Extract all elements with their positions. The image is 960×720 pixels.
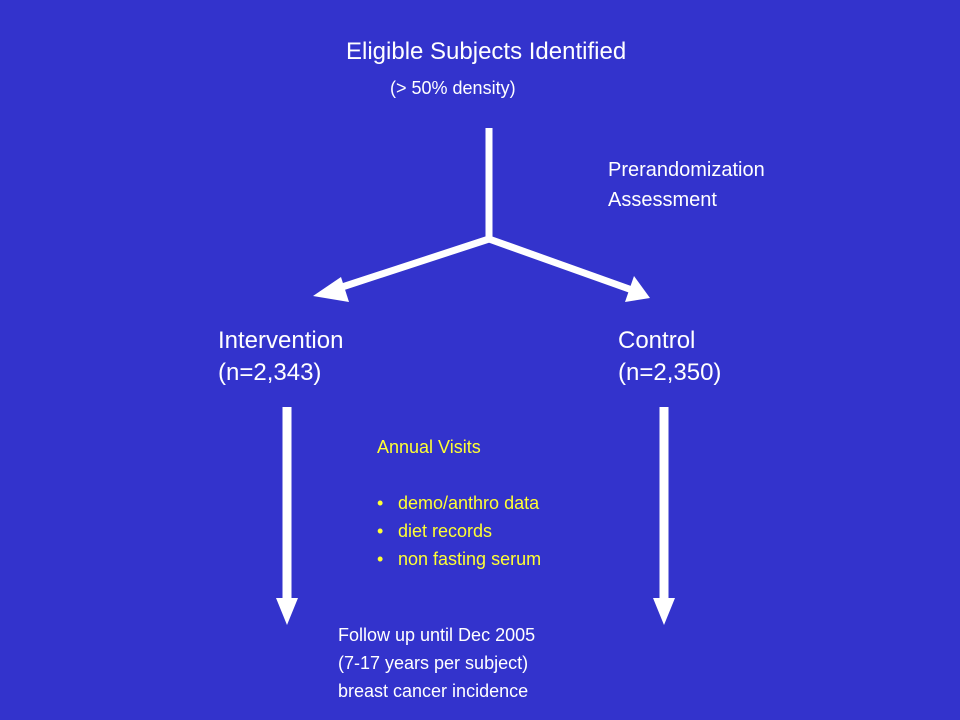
annual-visits-heading: Annual Visits xyxy=(377,437,481,457)
control-arm: Control (n=2,350) xyxy=(618,325,721,389)
list-item-text: non fasting serum xyxy=(398,549,542,569)
intervention-down-arrowhead xyxy=(276,598,298,625)
eligible-subjects-title: Eligible Subjects Identified xyxy=(346,38,627,65)
control-count: (n=2,350) xyxy=(618,359,722,386)
list-item-text: demo/anthro data xyxy=(398,493,540,513)
prerandomization-assessment: Prerandomization Assessment xyxy=(608,155,765,215)
branch-left-line xyxy=(331,235,491,294)
follow-up-box: Follow up until Dec 2005 (7-17 years per… xyxy=(338,621,535,705)
prerandomization-line-2: Assessment xyxy=(608,189,717,211)
list-item-text: diet records xyxy=(398,521,493,541)
bullet-icon: • xyxy=(377,549,384,569)
arrow-right-head xyxy=(625,276,650,302)
list-item: • non fasting serum xyxy=(377,545,541,573)
follow-up-line-3: breast cancer incidence xyxy=(338,681,529,701)
annual-visits-list: • demo/anthro data • diet records • non fas… xyxy=(377,489,541,573)
branch-right-line xyxy=(487,235,634,294)
density-criterion: (> 50% density) xyxy=(390,78,516,98)
list-item: • diet records xyxy=(377,517,541,545)
bullet-icon: • xyxy=(377,521,384,541)
control-down-arrowhead xyxy=(653,598,675,625)
list-item: • demo/anthro data xyxy=(377,489,541,517)
bullet-icon: • xyxy=(377,493,384,513)
annual-visits-box: Annual Visits • demo/anthro data • diet re… xyxy=(377,433,541,573)
follow-up-line-1: Follow up until Dec 2005 xyxy=(338,625,536,645)
intervention-label: Intervention xyxy=(218,327,344,354)
control-label: Control xyxy=(618,327,696,354)
intervention-arm: Intervention (n=2,343) xyxy=(218,325,343,389)
spacer xyxy=(377,461,541,489)
prerandomization-line-1: Prerandomization xyxy=(608,159,765,181)
follow-up-line-2: (7-17 years per subject) xyxy=(338,653,529,673)
arrow-left-head xyxy=(313,277,349,302)
intervention-count: (n=2,343) xyxy=(218,359,322,386)
